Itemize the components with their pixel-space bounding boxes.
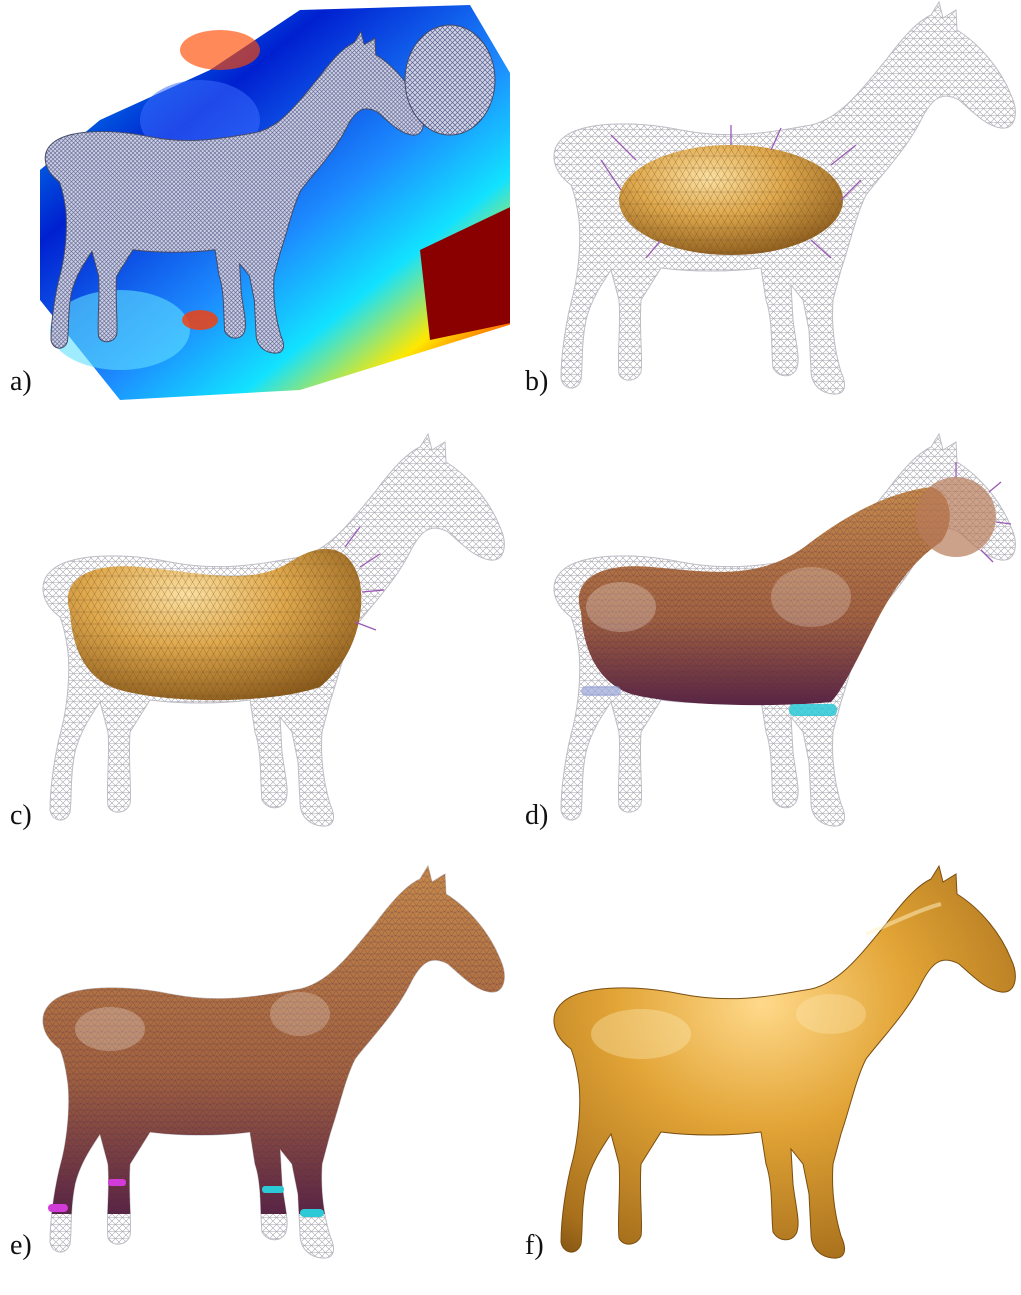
- panel-b: b): [511, 0, 1021, 431]
- panel-label-e: e): [10, 1232, 32, 1260]
- panel-a: a): [0, 0, 510, 431]
- panel-label-c: c): [10, 802, 32, 830]
- panel-c: c): [0, 432, 510, 863]
- panel-label-b: b): [525, 368, 548, 396]
- horse-final-render: [511, 864, 1021, 1295]
- panel-label-d: d): [525, 802, 548, 830]
- horse-stage-e: [0, 864, 510, 1295]
- horse-stage-c: [0, 432, 510, 863]
- panel-d: d): [511, 432, 1021, 863]
- panel-f: f): [511, 864, 1021, 1295]
- distance-field-image: [0, 0, 510, 431]
- panel-e: e): [0, 864, 510, 1295]
- panel-label-a: a): [10, 368, 32, 396]
- horse-stage-d: [511, 432, 1021, 863]
- horse-stage-b: [511, 0, 1021, 431]
- panel-label-f: f): [525, 1232, 544, 1260]
